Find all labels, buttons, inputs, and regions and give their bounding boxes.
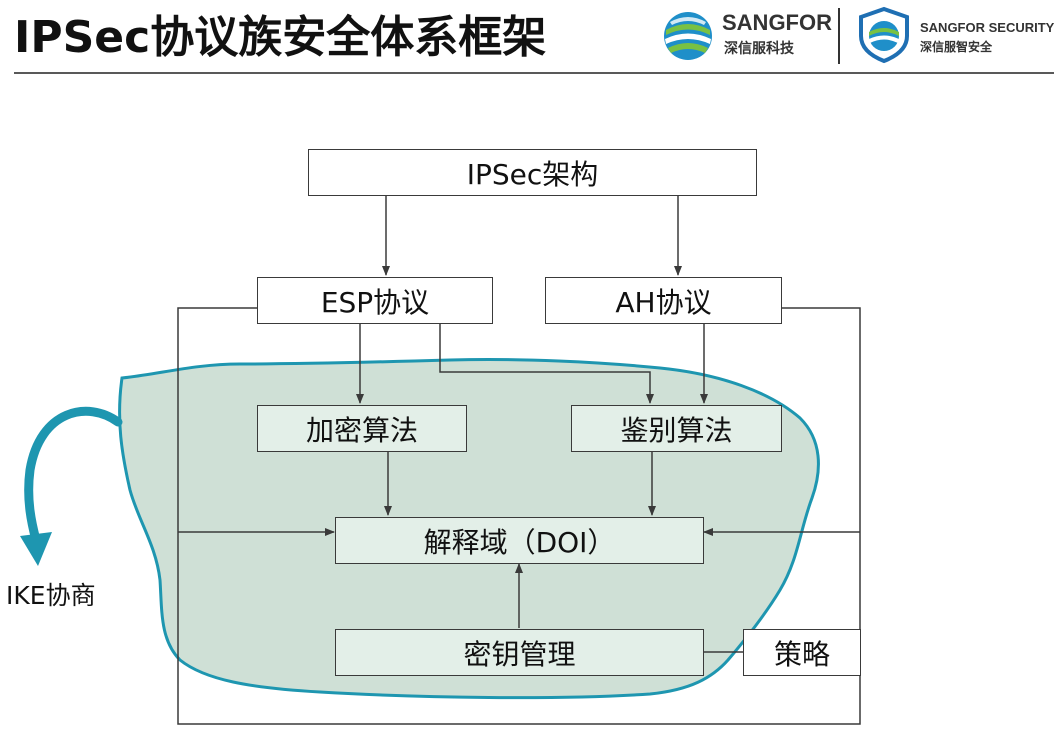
node-encryption-algorithm: 加密算法: [257, 405, 467, 452]
sangfor-globe-icon: [664, 12, 712, 60]
title-underline: [14, 72, 1054, 74]
node-key-management: 密钥管理: [335, 629, 704, 676]
ike-curved-arrow: [24, 406, 123, 545]
sangfor-security-logo-subtitle: 深信服智安全: [920, 40, 993, 54]
outer-loop-line: [177, 307, 861, 725]
sangfor-security-shield-icon: [859, 6, 909, 64]
sangfor-security-logo-name: SANGFOR SECURITY: [920, 20, 1054, 35]
node-doi: 解释域（DOI）: [335, 517, 704, 564]
sangfor-logo-name: SANGFOR: [722, 10, 832, 35]
sangfor-security-logo: SANGFOR SECURITY 深信服智安全: [856, 6, 1054, 66]
node-policy: 策略: [743, 629, 861, 676]
ike-curved-arrow-head: [20, 532, 52, 566]
node-ipsec-architecture: IPSec架构: [308, 149, 757, 196]
sangfor-logo: SANGFOR 深信服科技: [660, 6, 832, 66]
ike-negotiation-label: IKE协商: [6, 581, 96, 610]
arrow-esp-to-authentication: [439, 324, 654, 404]
sangfor-logo-subtitle: 深信服科技: [724, 41, 794, 57]
page-title: IPSec协议族安全体系框架: [14, 12, 547, 63]
node-ah-protocol: AH协议: [545, 277, 782, 324]
logo-divider: [838, 8, 840, 64]
node-esp-protocol: ESP协议: [257, 277, 493, 324]
node-authentication-algorithm: 鉴别算法: [571, 405, 782, 452]
